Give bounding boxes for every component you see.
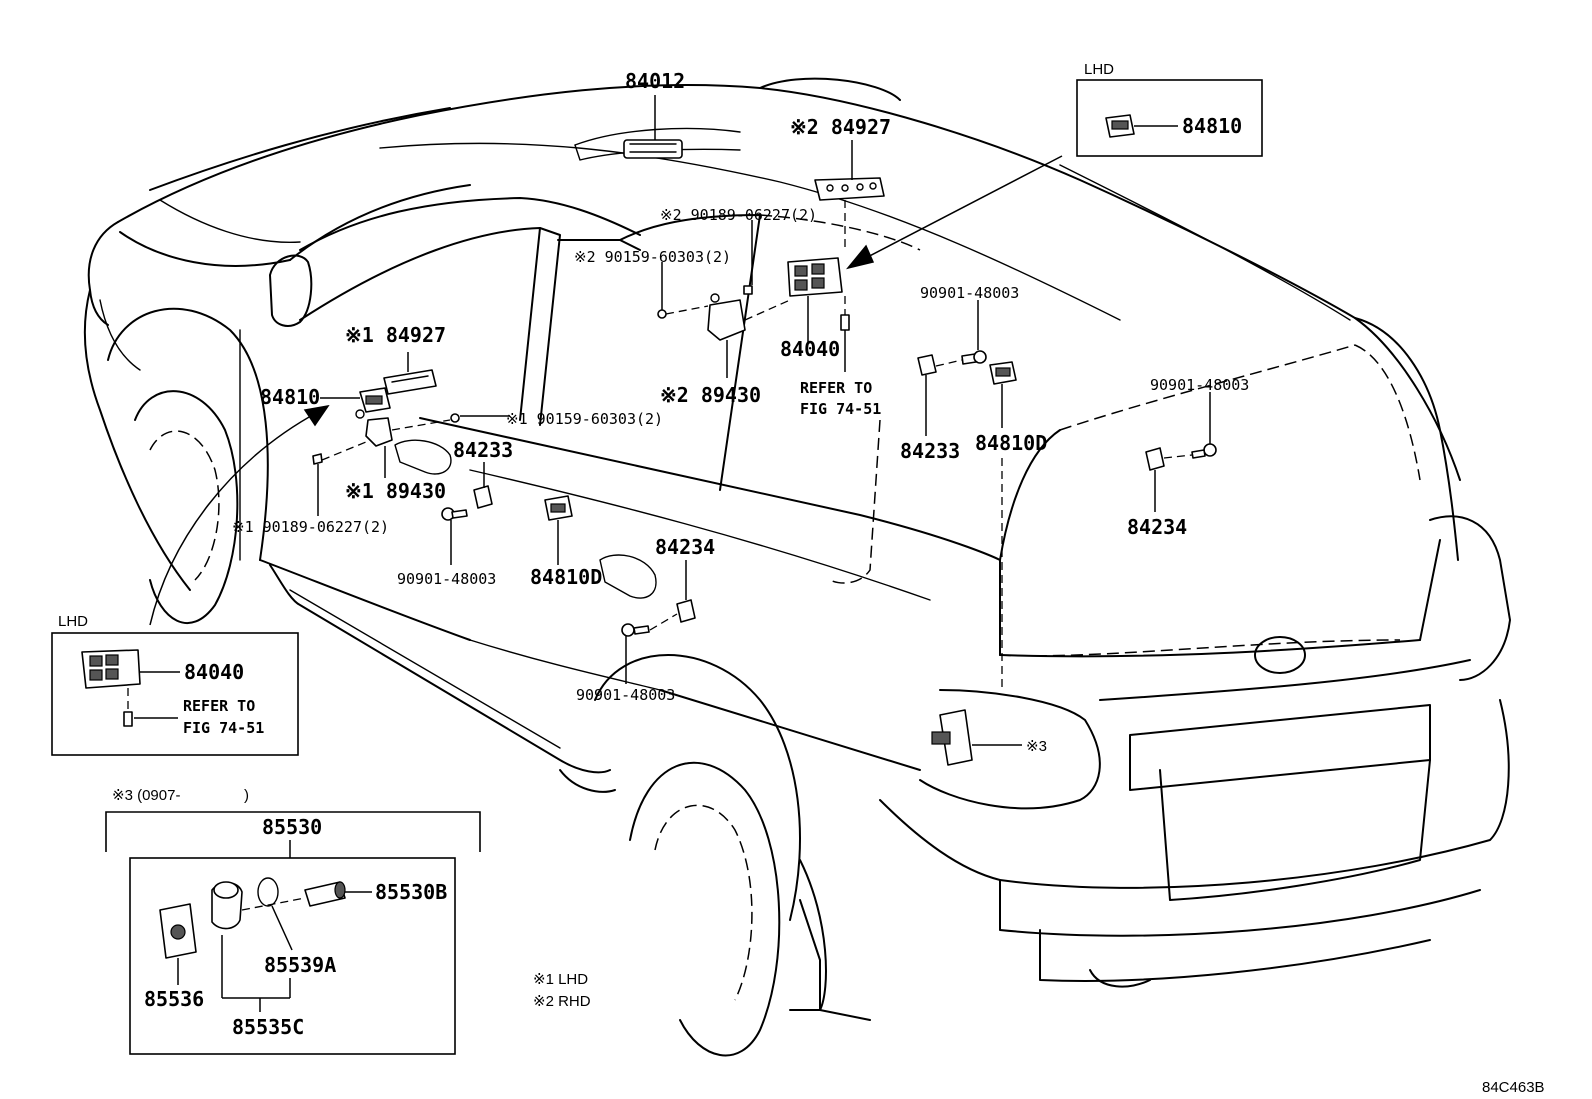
part-90901-a[interactable] [961, 350, 987, 365]
label-90901-b: 90901-48003 [1150, 376, 1249, 394]
leader-lines [149, 95, 1211, 746]
label-90901-d: 90901-48003 [576, 686, 675, 704]
part-90189-lhd[interactable] [312, 453, 323, 465]
label-90189-rhd: ※2 90189-06227(2) [660, 206, 817, 224]
label-84810d-right: 84810D [975, 431, 1047, 455]
legend-lhd: ※1 LHD [533, 971, 588, 988]
label-84233-right: 84233 [900, 439, 960, 463]
label-84012: 84012 [625, 69, 685, 93]
label-84234-mid: 84234 [655, 535, 715, 559]
kit-title: ※3 (0907- [112, 787, 180, 804]
part-85536[interactable] [159, 903, 197, 959]
part-89430-lhd[interactable] [355, 409, 393, 447]
parts [312, 139, 1217, 766]
door-handle-rear [599, 554, 657, 599]
inset-lhd-left-part: 84040 [184, 660, 244, 684]
part-note3-tailgate[interactable] [931, 709, 973, 766]
inset-lhd-left-refer: REFER TO [183, 697, 255, 715]
legend-rhd: ※2 RHD [533, 993, 591, 1010]
part-84927-lhd[interactable] [383, 369, 437, 395]
label-89430-lhd: ※1 89430 [345, 479, 446, 503]
kit-85536: 85536 [144, 987, 204, 1011]
part-90159-rhd[interactable] [657, 309, 667, 319]
door-handle-front [394, 439, 452, 475]
label-84040-main: 84040 [780, 337, 840, 361]
label-90159-rhd: ※2 90159-60303(2) [574, 248, 731, 266]
label-84234-right: 84234 [1127, 515, 1187, 539]
inset-lhd-top-part: 84810 [1182, 114, 1242, 138]
label-84927-rhd: ※2 84927 [790, 115, 891, 139]
part-90189-rhd[interactable] [743, 285, 753, 295]
part-refer-screw-inset[interactable] [123, 711, 133, 727]
label-90159-lhd: ※1 90159-60303(2) [506, 410, 663, 428]
part-89430-rhd[interactable] [707, 293, 746, 341]
part-84234-mid[interactable] [676, 599, 696, 623]
inset-lhd-top-title: LHD [1084, 61, 1114, 78]
part-85535c-socket[interactable] [211, 881, 243, 930]
part-90901-d[interactable] [621, 623, 650, 637]
label-fig-main: FIG 74-51 [800, 400, 881, 418]
part-84040-main[interactable] [787, 257, 843, 297]
part-84810-inset[interactable] [1105, 114, 1135, 138]
part-84233-mid[interactable] [473, 485, 493, 509]
label-84233-mid: 84233 [453, 438, 513, 462]
part-refer-screw-main[interactable] [840, 314, 850, 331]
inset-lhd-left: LHD 84040 REFER TO FIG 74-51 [51, 613, 299, 756]
part-84012[interactable] [623, 139, 683, 159]
label-refer-main: REFER TO [800, 379, 872, 397]
part-84810d-mid[interactable] [544, 495, 573, 521]
kit-title-close: ) [244, 787, 249, 804]
label-90901-c: 90901-48003 [397, 570, 496, 588]
label-84927-lhd: ※1 84927 [345, 323, 446, 347]
part-85539a-ring[interactable] [257, 877, 279, 907]
part-84927-rhd[interactable] [814, 177, 885, 201]
kit-85535c: 85535C [232, 1015, 304, 1039]
part-84234-right[interactable] [1145, 447, 1165, 471]
vehicle-outline [83, 77, 1511, 1057]
label-note3: ※3 [1026, 738, 1047, 755]
kit-85530: 85530 [262, 815, 322, 839]
kit-85539a: 85539A [264, 953, 336, 977]
callout-labels: 84012 ※2 84927 ※2 90189-06227(2) ※2 9015… [232, 69, 1249, 755]
part-90901-b[interactable] [1191, 443, 1217, 459]
legend: ※1 LHD ※2 RHD [533, 971, 591, 1010]
part-84810d-right[interactable] [989, 361, 1017, 385]
kit-note3: ※3 (0907- ) 85530 85536 85535C 85539A [105, 787, 481, 1055]
inset-lhd-left-fig: FIG 74-51 [183, 719, 264, 737]
part-85530b-plug[interactable] [304, 881, 346, 907]
label-90901-a: 90901-48003 [920, 284, 1019, 302]
part-90901-c[interactable] [441, 507, 468, 521]
label-90189-lhd: ※1 90189-06227(2) [232, 518, 389, 536]
part-84040-inset[interactable] [81, 649, 141, 689]
inset-lhd-top: LHD 84810 [1076, 61, 1263, 157]
kit-85530b: 85530B [375, 880, 447, 904]
diagram-id: 84C463B [1482, 1079, 1545, 1096]
inset-lhd-left-title: LHD [58, 613, 88, 630]
label-84810-left: 84810 [260, 385, 320, 409]
part-84233-right[interactable] [917, 354, 937, 376]
part-90159-lhd[interactable] [450, 413, 460, 423]
part-84810-left[interactable] [359, 387, 391, 413]
label-84810d-mid: 84810D [530, 565, 602, 589]
label-89430-rhd: ※2 89430 [660, 383, 761, 407]
